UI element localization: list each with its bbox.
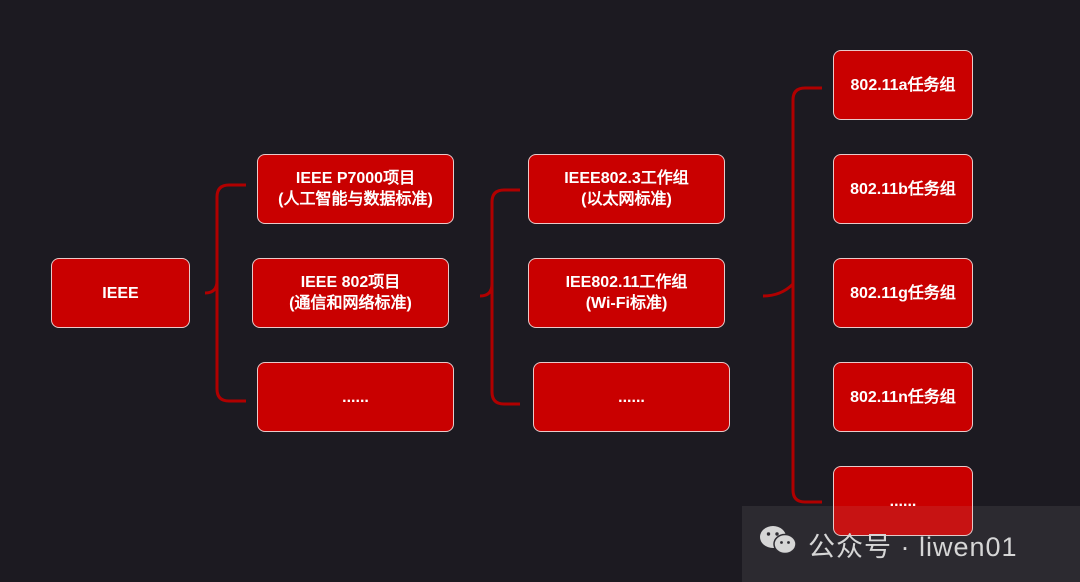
node-ieee80211: IEE802.11工作组 (Wi-Fi标准) bbox=[528, 258, 725, 328]
node-80211b-label: 802.11b任务组 bbox=[850, 180, 956, 198]
node-80211n: 802.11n任务组 bbox=[833, 362, 973, 432]
watermark-text: 公众号 · liwen01 bbox=[808, 531, 1018, 562]
node-level1-more-label: ...... bbox=[342, 388, 369, 406]
node-80211a: 802.11a任务组 bbox=[833, 50, 973, 120]
node-level3-more-label: ...... bbox=[889, 492, 917, 510]
connector-bracket-root bbox=[204, 183, 246, 403]
connector-bracket-802 bbox=[479, 188, 520, 406]
node-ieee8023-title: IEEE802.3工作组 bbox=[564, 170, 689, 187]
node-80211g: 802.11g任务组 bbox=[833, 258, 973, 328]
node-ieee8023-subtitle: (以太网标准) bbox=[581, 191, 672, 208]
node-ieee-p7000-subtitle: (人工智能与数据标准) bbox=[278, 191, 433, 208]
node-level2-more: ...... bbox=[533, 362, 730, 432]
node-ieee-802: IEEE 802项目 (通信和网络标准) bbox=[252, 258, 449, 328]
node-80211a-label: 802.11a任务组 bbox=[850, 76, 956, 94]
wechat-icon bbox=[758, 524, 798, 565]
node-80211n-label: 802.11n任务组 bbox=[850, 388, 956, 406]
connector-bracket-80211 bbox=[762, 86, 822, 504]
node-ieee-802-subtitle: (通信和网络标准) bbox=[289, 295, 412, 312]
node-level3-more: ...... bbox=[833, 466, 973, 536]
node-ieee-802-title: IEEE 802项目 bbox=[300, 274, 401, 291]
watermark: 公众号 · liwen01 bbox=[742, 506, 1080, 582]
node-80211g-label: 802.11g任务组 bbox=[850, 284, 956, 302]
node-ieee8023: IEEE802.3工作组 (以太网标准) bbox=[528, 154, 725, 224]
node-ieee80211-subtitle: (Wi-Fi标准) bbox=[585, 295, 668, 312]
node-level2-more-label: ...... bbox=[618, 388, 645, 406]
node-ieee-p7000: IEEE P7000项目 (人工智能与数据标准) bbox=[257, 154, 454, 224]
node-ieee-label: IEEE bbox=[102, 284, 139, 302]
node-ieee-p7000-title: IEEE P7000项目 bbox=[295, 170, 416, 187]
node-ieee: IEEE bbox=[51, 258, 190, 328]
node-level1-more: ...... bbox=[257, 362, 454, 432]
node-80211b: 802.11b任务组 bbox=[833, 154, 973, 224]
node-ieee80211-title: IEE802.11工作组 bbox=[565, 274, 688, 291]
